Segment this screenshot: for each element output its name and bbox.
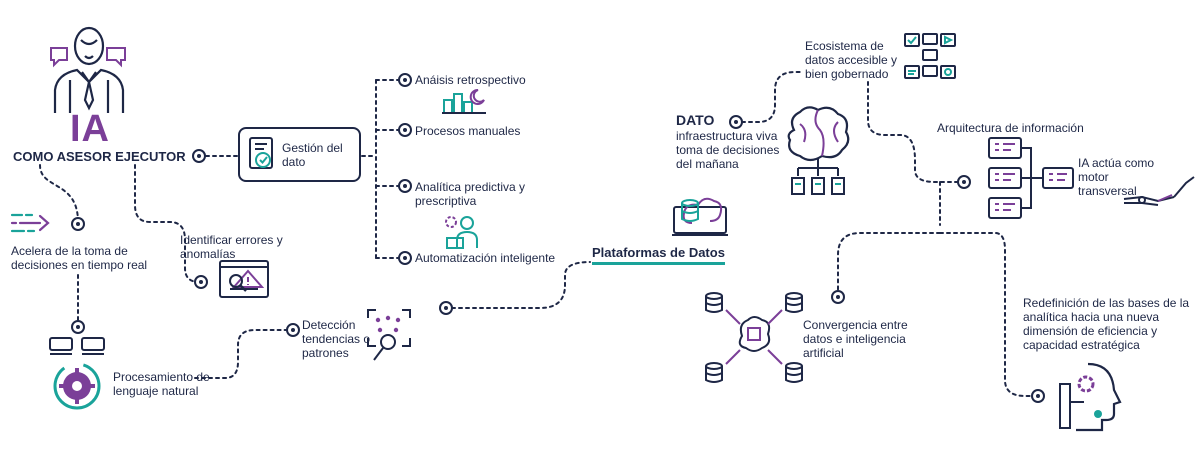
- node-redefinicion: [1031, 389, 1045, 403]
- acelera-label: Acelera de la toma de decisiones en tiem…: [11, 244, 148, 272]
- error-detect-icon: [219, 260, 269, 298]
- human-ai-head-icon: [1059, 362, 1122, 432]
- node-center: [439, 301, 453, 315]
- node-item-1: [398, 73, 412, 87]
- architecture-tree-icon: [988, 137, 1074, 219]
- gestion-label: Gestión del dato: [282, 141, 343, 169]
- node-acelera: [71, 217, 85, 231]
- dato-text: infraestructura viva toma de decisiones …: [676, 129, 780, 171]
- item-automatizacion: Automatización inteligente: [415, 251, 556, 265]
- city-night-icon: [442, 88, 486, 114]
- brain-network-icon: [787, 106, 850, 195]
- item-analitica: Analítica predictiva y prescriptiva: [415, 180, 526, 208]
- convergencia-label: Convergencia entre datos e inteligencia …: [803, 318, 908, 360]
- speed-arrow-icon: [10, 213, 50, 233]
- plataformas-title: Plataformas de Datos: [592, 245, 725, 265]
- item-procesos-manuales: Procesos manuales: [415, 124, 521, 138]
- node-item-3: [398, 179, 412, 193]
- cloud-database-icon: [672, 197, 728, 236]
- item-analisis-retrospectivo: Anáisis retrospectivo: [415, 73, 526, 87]
- data-ecosystem-icon: [904, 33, 956, 79]
- ia-person-icon: [50, 26, 126, 113]
- node-deteccion: [286, 323, 300, 337]
- document-check-icon: [249, 137, 273, 169]
- ecosistema-label: Ecosistema de datos accesible y bien gob…: [805, 39, 898, 81]
- arquitectura-label: Arquitectura de información: [937, 121, 1084, 135]
- node-item-4: [398, 251, 412, 265]
- node-arquitectura: [957, 175, 971, 189]
- pattern-search-icon: [367, 309, 411, 361]
- ai-convergence-icon: [705, 292, 803, 383]
- node-item-2: [398, 123, 412, 137]
- dato-title: DATO: [676, 112, 715, 128]
- procesamiento-label: Procesamiento de lenguaje natural: [113, 370, 210, 398]
- node-convergencia: [831, 290, 845, 304]
- deteccion-label: Detección tendencias o patrones: [302, 318, 371, 360]
- ia-subtitle: COMO ASESOR EJECUTOR: [13, 149, 186, 164]
- nlp-gear-icon: [49, 337, 105, 410]
- node-ia: [192, 149, 206, 163]
- robot-worker-icon: [445, 216, 478, 249]
- node-identificar: [194, 275, 208, 289]
- ia-title: IA: [70, 108, 110, 150]
- motor-label: IA actúa como motor transversal: [1078, 156, 1155, 198]
- redefinicion-label: Redefinición de las bases de la analític…: [1023, 296, 1190, 352]
- node-dato: [729, 115, 743, 129]
- robot-arm-icon: [1123, 176, 1195, 206]
- identificar-label: Identificar errores y anomalías: [180, 233, 283, 261]
- node-procesamiento: [71, 320, 85, 334]
